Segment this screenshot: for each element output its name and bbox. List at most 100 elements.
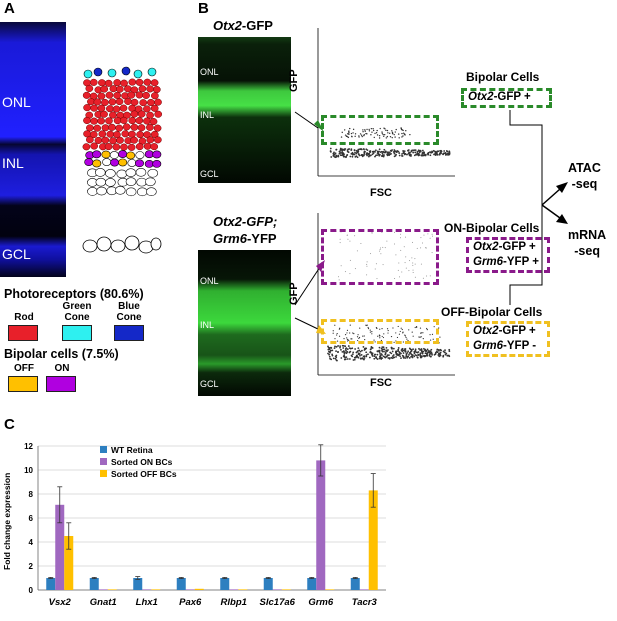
event-dot <box>370 134 372 136</box>
event-dot <box>406 356 409 359</box>
event-dot <box>434 150 437 153</box>
event-dot <box>345 349 347 352</box>
event-dot <box>351 338 353 340</box>
event-dot <box>414 326 416 329</box>
event-dot <box>342 152 345 155</box>
rod-cell <box>135 117 144 125</box>
event-dot <box>420 348 423 351</box>
event-dot <box>337 154 340 157</box>
event-dot <box>416 247 418 249</box>
bipolar-cell <box>126 151 136 160</box>
event-dot <box>362 129 364 131</box>
event-dot <box>334 324 336 326</box>
event-dot <box>429 334 431 336</box>
event-dot <box>423 151 425 154</box>
rod-cell <box>108 123 116 131</box>
event-dot <box>351 153 354 156</box>
chart-y-axis-label: Fold change expression <box>2 472 12 570</box>
event-dot <box>381 152 384 155</box>
event-dot <box>362 131 364 133</box>
event-dot <box>402 129 404 132</box>
event-dot <box>353 358 356 361</box>
rod-cell <box>83 130 91 138</box>
inner-cell <box>95 177 107 187</box>
bar <box>281 589 291 590</box>
event-dot <box>436 348 439 351</box>
event-dot <box>371 150 374 153</box>
rod-cell <box>100 85 109 93</box>
event-dot <box>374 268 376 270</box>
event-dot <box>334 355 337 358</box>
event-dot <box>442 153 444 156</box>
event-dot <box>348 358 351 360</box>
event-dot <box>407 350 410 353</box>
event-dot <box>444 353 447 356</box>
event-dot <box>333 151 335 154</box>
event-dot <box>386 129 389 132</box>
bar <box>151 589 161 590</box>
event-dot <box>350 152 353 155</box>
event-dot <box>442 355 445 358</box>
event-dot <box>348 133 350 135</box>
event-dot <box>360 154 363 157</box>
event-dot <box>416 153 419 156</box>
event-dot <box>339 238 341 240</box>
ganglion-cell <box>96 236 112 252</box>
rod-cell <box>154 136 162 144</box>
event-dot <box>427 233 429 235</box>
event-dot <box>401 132 403 135</box>
event-dot <box>425 247 427 249</box>
x-tick-label: Lhx1 <box>136 597 158 608</box>
rod-cell <box>93 124 102 132</box>
y-tick-label: 12 <box>24 442 33 451</box>
rod-cell <box>82 91 91 99</box>
event-dot <box>430 351 433 354</box>
event-dot <box>405 256 407 258</box>
event-dot <box>370 127 373 130</box>
event-dot <box>424 352 427 355</box>
event-dot <box>438 352 441 355</box>
rod-cell <box>87 98 95 106</box>
event-dot <box>412 335 414 337</box>
event-dot <box>444 152 447 155</box>
event-dot <box>373 136 375 139</box>
bipolar-cell <box>92 150 102 159</box>
bottom-x-axis-label: FSC <box>370 377 392 389</box>
rod-swatch <box>8 325 38 341</box>
event-dot <box>362 335 364 337</box>
event-dot <box>369 348 372 351</box>
atac-seq-label: ATAC-seq <box>568 161 601 191</box>
cone-cell <box>133 69 143 79</box>
event-dot <box>331 349 334 352</box>
off-gate-legend: Otx2-GFP + Grm6-YFP - <box>466 321 550 357</box>
event-dot <box>444 349 446 352</box>
event-dot <box>414 258 416 260</box>
event-dot <box>337 351 340 353</box>
rod-cell <box>106 130 115 138</box>
event-dot <box>424 355 426 358</box>
event-dot <box>402 355 405 358</box>
bar <box>359 589 369 590</box>
x-tick-label: Gnat1 <box>90 597 117 608</box>
event-dot <box>418 151 421 154</box>
event-dot <box>345 156 347 159</box>
event-dot <box>357 148 360 151</box>
bipolar-cell <box>118 158 128 167</box>
event-dot <box>334 156 337 158</box>
ganglion-cell <box>150 237 162 251</box>
event-dot <box>366 265 368 267</box>
event-dot <box>397 269 399 271</box>
event-dot <box>401 348 404 351</box>
panel-a-letter: A <box>4 0 15 17</box>
rod-cell <box>112 143 121 151</box>
rod-cell <box>146 111 154 119</box>
event-dot <box>376 134 379 136</box>
event-dot <box>364 339 366 341</box>
event-dot <box>327 345 329 348</box>
event-dot <box>365 347 368 350</box>
event-dot <box>329 350 332 353</box>
bipolar-cell <box>84 158 94 166</box>
event-dot <box>381 155 384 158</box>
bar <box>229 589 239 590</box>
